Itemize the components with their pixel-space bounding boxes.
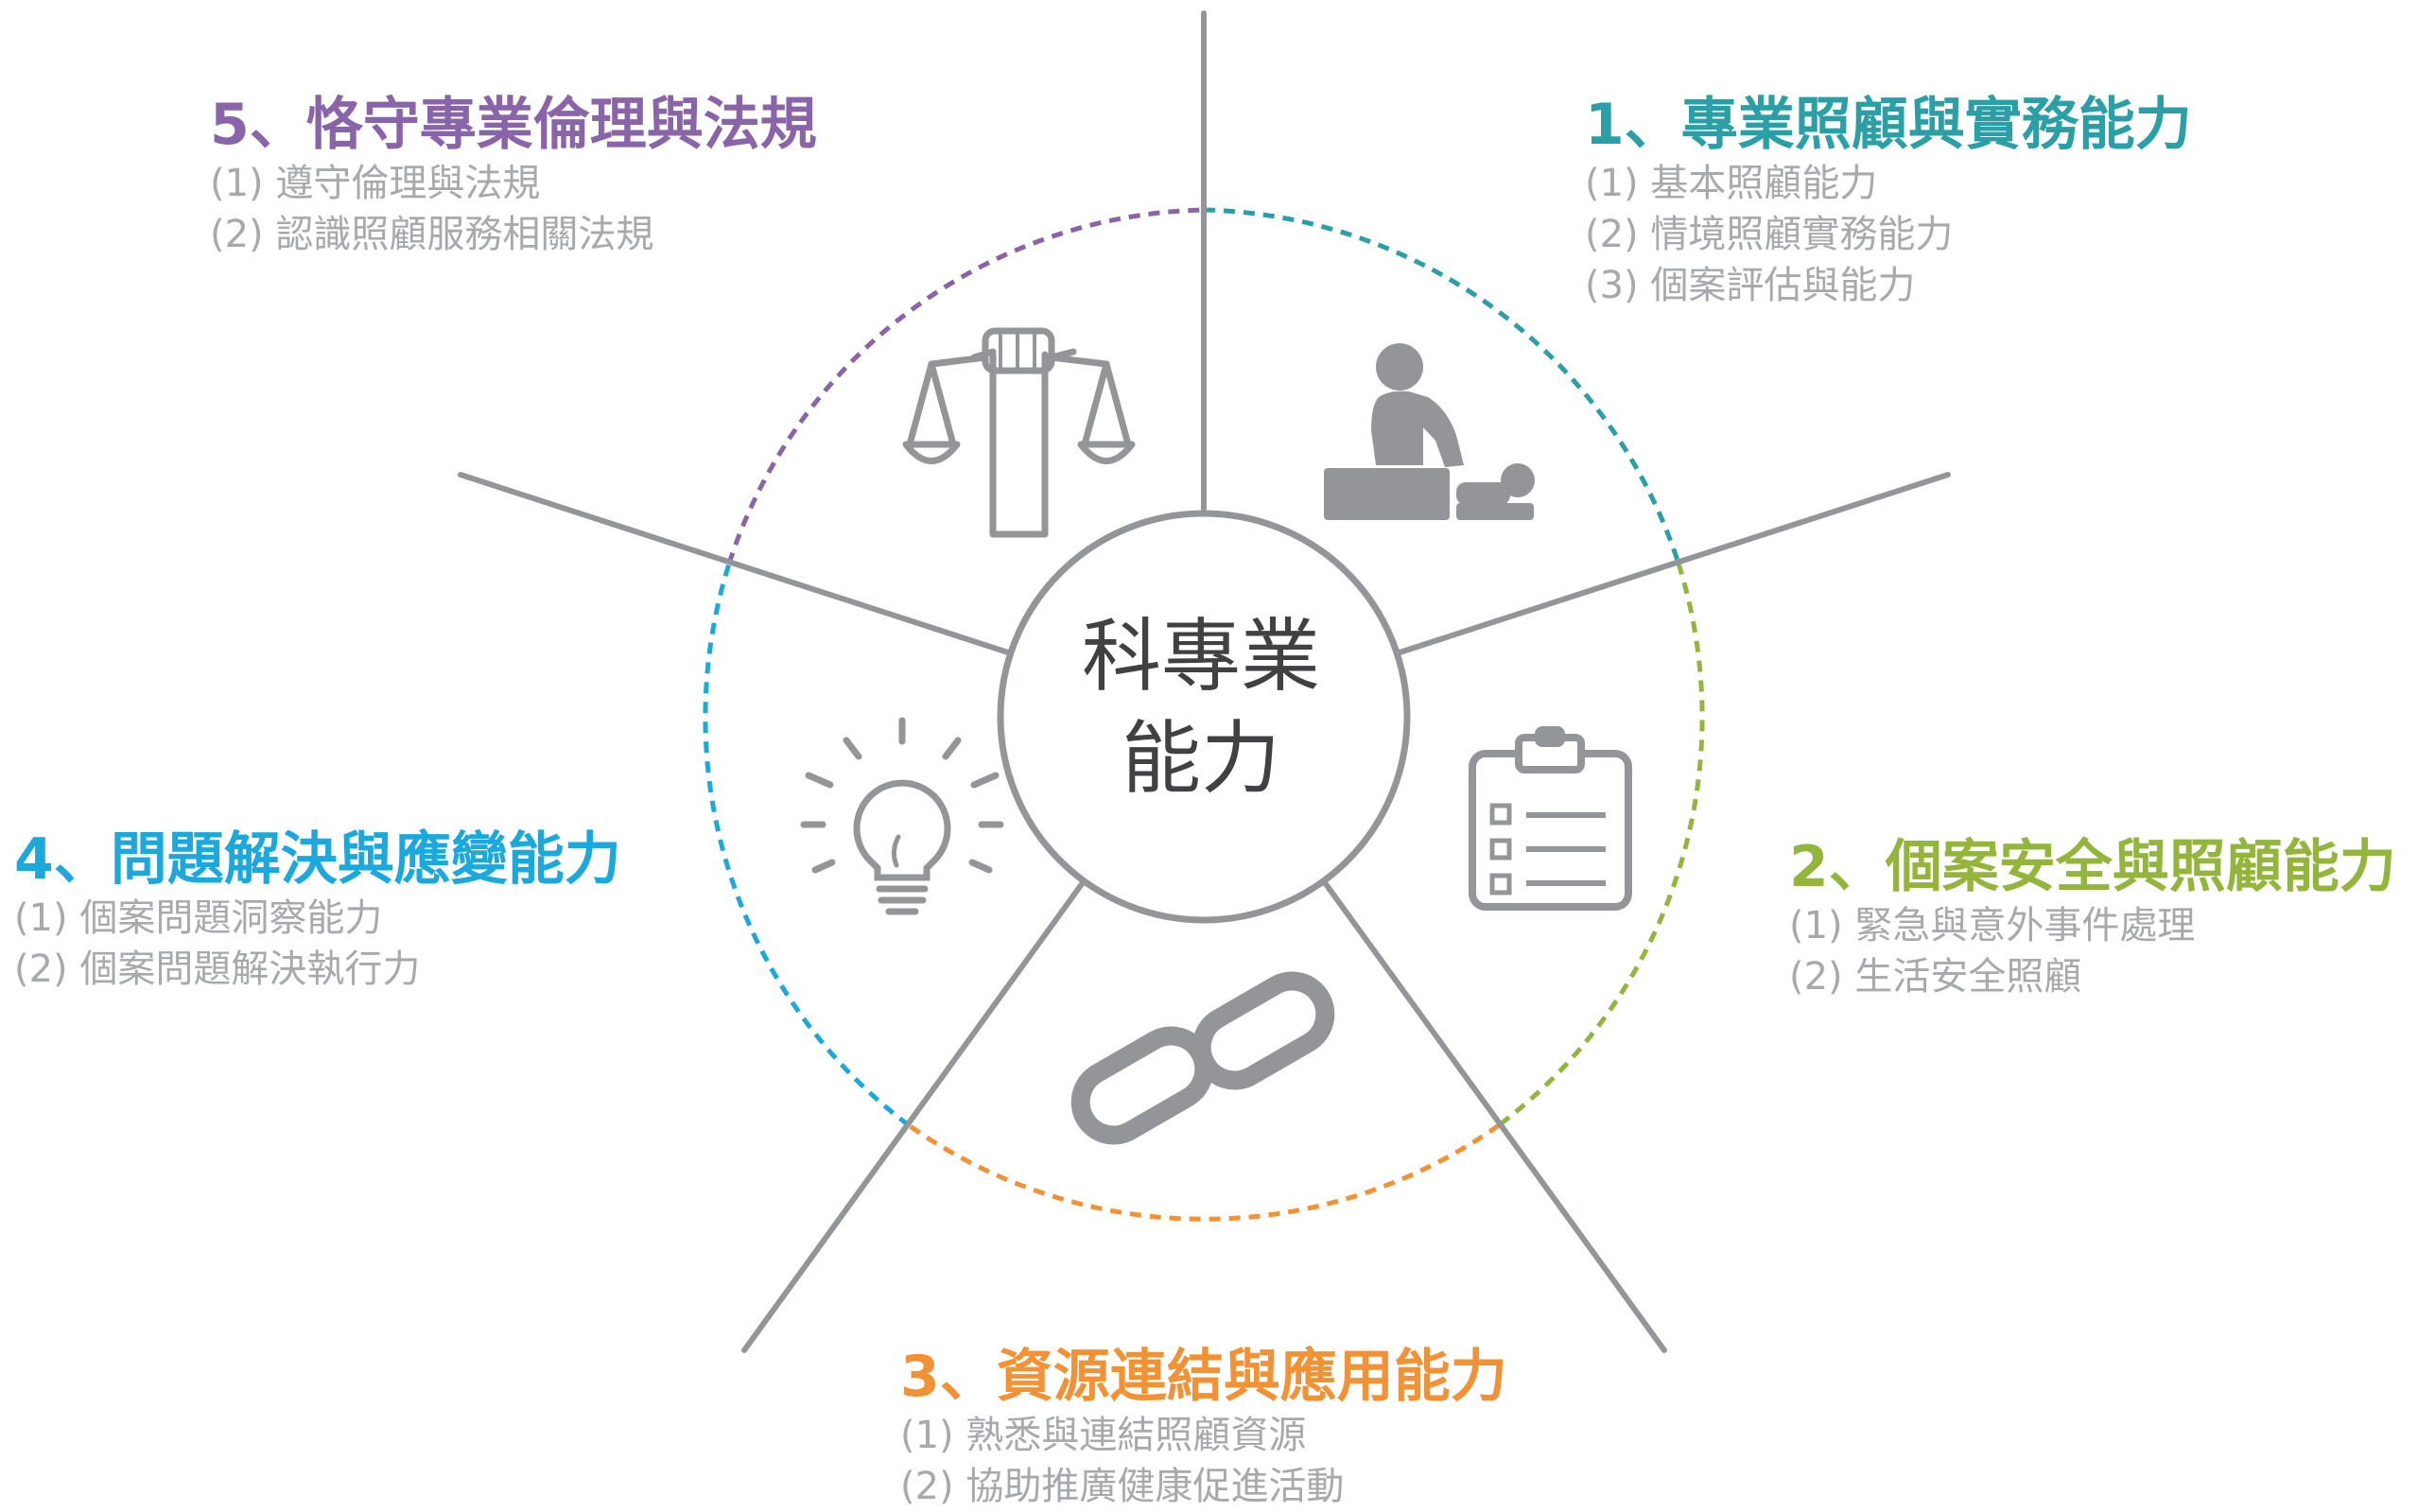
competency-3-title: 3、資源連結與應用能力 bbox=[900, 1344, 1507, 1410]
ring-arc-5 bbox=[726, 207, 1205, 565]
spoke-lower-right bbox=[1318, 875, 1667, 1353]
competency-4: 4、問題解決與應變能力 (1) 個案問題洞察能力 (2) 個案問題解決執行力 bbox=[14, 827, 621, 995]
competency-5-item-2: (2) 認識照顧服務相關法規 bbox=[210, 213, 654, 256]
competency-1-item-2: (2) 情境照顧實務能力 bbox=[1585, 213, 1954, 256]
competency-5: 5、恪守專業倫理與法規 (1) 遵守倫理與法規 (2) 認識照顧服務相關法規 bbox=[210, 93, 817, 260]
spoke-right bbox=[1397, 472, 1951, 655]
competency-4-title: 4、問題解決與應變能力 bbox=[14, 826, 621, 893]
competency-2-title: 2、個案安全與照顧能力 bbox=[1789, 834, 2396, 900]
ring-arc-1 bbox=[1203, 207, 1681, 565]
competency-3: 3、資源連結與應用能力 (1) 熟悉與連結照顧資源 (2) 協助推廣健康促進活動 bbox=[900, 1345, 1507, 1512]
competency-2-item-1: (1) 緊急與意外事件處理 bbox=[1789, 904, 2196, 947]
spoke-lower-left bbox=[741, 875, 1089, 1353]
ring-arc-4 bbox=[703, 563, 911, 1127]
clipboard-checklist-icon bbox=[1469, 726, 1632, 911]
spoke-left bbox=[458, 472, 1011, 655]
competency-1: 1、專業照顧與實務能力 (1) 基本照顧能力 (2) 情境照顧實務能力 (3) … bbox=[1585, 93, 2192, 311]
competency-1-item-1: (1) 基本照顧能力 bbox=[1585, 162, 1878, 205]
competency-5-title: 5、恪守專業倫理與法規 bbox=[210, 92, 817, 158]
caregiver-massage-icon bbox=[1324, 343, 1535, 520]
ring-arc-2 bbox=[1497, 563, 1705, 1127]
competency-2: 2、個案安全與照顧能力 (1) 緊急與意外事件處理 (2) 生活安全照顧 bbox=[1789, 835, 2396, 1002]
center-circle bbox=[997, 510, 1411, 924]
competency-4-item-1: (1) 個案問題洞察能力 bbox=[14, 896, 383, 940]
lightbulb-icon bbox=[800, 717, 1004, 915]
competency-5-item-1: (1) 遵守倫理與法規 bbox=[210, 162, 541, 205]
competency-2-item-2: (2) 生活安全照顧 bbox=[1789, 955, 2082, 999]
competency-3-item-2: (2) 協助推廣健康促進活動 bbox=[900, 1465, 1345, 1508]
competency-1-item-3: (3) 個案評估與能力 bbox=[1585, 264, 1916, 307]
center-label: 科專業 能力 bbox=[1002, 605, 1400, 809]
competency-4-item-2: (2) 個案問題解決執行力 bbox=[14, 947, 421, 991]
justice-scales-icon bbox=[902, 327, 1136, 538]
competency-3-item-1: (1) 熟悉與連結照顧資源 bbox=[900, 1414, 1307, 1457]
center-label-line2: 能力 bbox=[1121, 712, 1280, 805]
ring-arc-3 bbox=[907, 1122, 1501, 1222]
competency-1-title: 1、專業照顧與實務能力 bbox=[1585, 92, 2192, 158]
center-label-line1: 科專業 bbox=[1081, 610, 1320, 703]
chain-link-icon bbox=[1070, 971, 1335, 1145]
